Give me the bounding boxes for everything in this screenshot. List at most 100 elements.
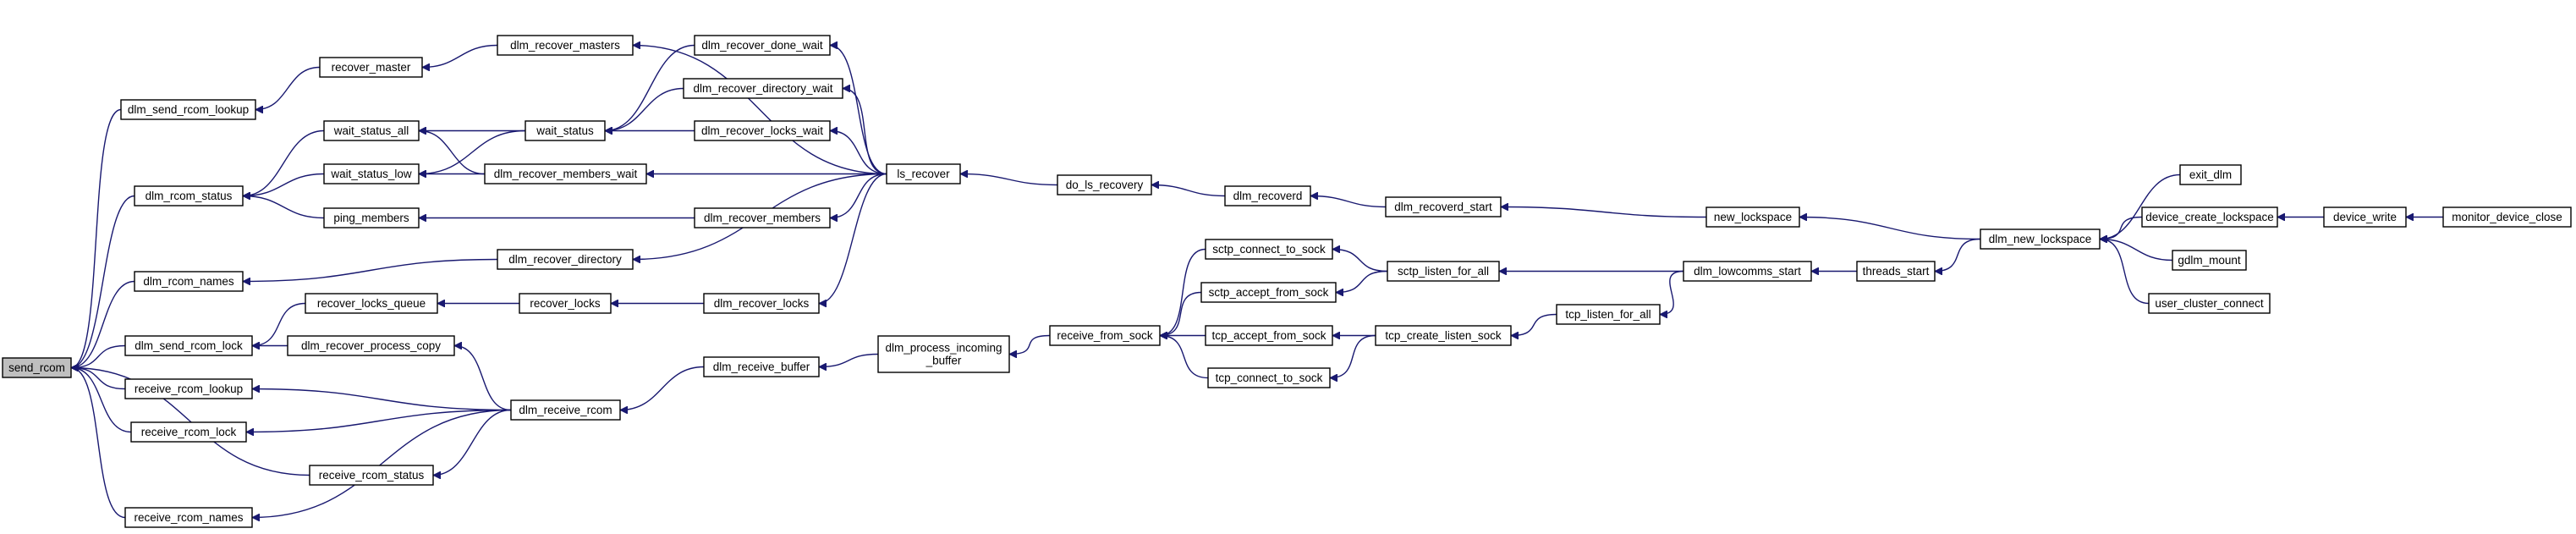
node-label: device_create_lockspace bbox=[2145, 211, 2274, 223]
node-wait-status-low[interactable]: wait_status_low bbox=[323, 163, 420, 184]
node-recover-master[interactable]: recover_master bbox=[319, 57, 423, 78]
edge-sctp-connect-to-sock-to-receive-from-sock bbox=[1159, 248, 1206, 336]
node-receive-rcom-lock[interactable]: receive_rcom_lock bbox=[130, 421, 247, 443]
node-wait-status[interactable]: wait_status bbox=[525, 120, 606, 141]
edge-line bbox=[243, 196, 325, 219]
node-device-create-lockspace[interactable]: device_create_lockspace bbox=[2141, 206, 2278, 228]
node-exit-dlm[interactable]: exit_dlm bbox=[2179, 164, 2242, 185]
node-dlm-recover-members-wait[interactable]: dlm_recover_members_wait bbox=[484, 163, 647, 184]
node-label: _buffer bbox=[925, 355, 962, 367]
edge-dlm-rcom-names-to-send-rcom bbox=[71, 280, 135, 368]
node-gdlm-mount[interactable]: gdlm_mount bbox=[2172, 250, 2247, 271]
node-dlm-recover-directory[interactable]: dlm_recover_directory bbox=[497, 249, 634, 270]
edge-line bbox=[633, 46, 887, 175]
edge-dlm-recover-directory-to-dlm-rcom-names bbox=[243, 258, 498, 282]
node-box bbox=[323, 207, 420, 228]
edge-device-create-lockspace-to-dlm-new-lockspace bbox=[2100, 216, 2143, 239]
node-threads-start[interactable]: threads_start bbox=[1856, 261, 1936, 282]
edge-line bbox=[252, 389, 512, 411]
node-dlm-recover-locks-wait[interactable]: dlm_recover_locks_wait bbox=[694, 120, 831, 141]
node-box bbox=[1856, 261, 1936, 282]
edge-line bbox=[71, 368, 310, 476]
node-device-write[interactable]: device_write bbox=[2323, 206, 2407, 228]
node-dlm-send-rcom-lookup[interactable]: dlm_send_rcom_lookup bbox=[120, 99, 256, 120]
node-dlm-rcom-names[interactable]: dlm_rcom_names bbox=[134, 271, 244, 292]
node-label: recover_locks bbox=[530, 297, 601, 310]
node-receive-rcom-lookup[interactable]: receive_rcom_lookup bbox=[124, 378, 253, 399]
node-receive-from-sock[interactable]: receive_from_sock bbox=[1049, 325, 1161, 346]
node-new-lockspace[interactable]: new_lockspace bbox=[1705, 206, 1800, 228]
node-box bbox=[124, 335, 253, 356]
node-dlm-recoverd-start[interactable]: dlm_recoverd_start bbox=[1385, 196, 1502, 217]
node-tcp-accept-from-sock[interactable]: tcp_accept_from_sock bbox=[1205, 325, 1333, 346]
node-label: dlm_recover_directory bbox=[508, 253, 622, 266]
node-recover-locks-queue[interactable]: recover_locks_queue bbox=[305, 293, 438, 314]
node-box bbox=[2172, 250, 2247, 271]
node-tcp-listen-for-all[interactable]: tcp_listen_for_all bbox=[1556, 304, 1661, 325]
node-label: dlm_recover_done_wait bbox=[701, 39, 823, 52]
node-label: receive_from_sock bbox=[1057, 329, 1153, 342]
node-wait-status-all[interactable]: wait_status_all bbox=[323, 120, 420, 141]
node-box bbox=[1207, 367, 1331, 388]
node-dlm-rcom-status[interactable]: dlm_rcom_status bbox=[134, 185, 244, 206]
node-tcp-connect-to-sock[interactable]: tcp_connect_to_sock bbox=[1207, 367, 1331, 388]
edge-dlm-recoverd-to-do-ls-recovery bbox=[1151, 185, 1226, 197]
node-label: do_ls_recovery bbox=[1066, 179, 1144, 191]
node-ls-recover[interactable]: ls_recover bbox=[886, 163, 961, 184]
edge-line bbox=[2100, 173, 2181, 239]
node-dlm-recoverd[interactable]: dlm_recoverd bbox=[1224, 185, 1311, 206]
node-box bbox=[1205, 239, 1333, 260]
edge-line bbox=[1160, 336, 1209, 379]
node-box bbox=[309, 465, 434, 486]
node-label: dlm_rcom_names bbox=[143, 275, 234, 288]
node-dlm-process-incoming-buffer[interactable]: dlm_process_incoming_buffer bbox=[877, 335, 1010, 373]
node-box bbox=[1705, 206, 1800, 228]
node-dlm-recover-members[interactable]: dlm_recover_members bbox=[694, 207, 831, 228]
node-dlm-receive-rcom[interactable]: dlm_receive_rcom bbox=[510, 399, 621, 421]
node-dlm-recover-directory-wait[interactable]: dlm_recover_directory_wait bbox=[683, 78, 843, 99]
node-dlm-recover-locks[interactable]: dlm_recover_locks bbox=[703, 293, 820, 314]
edge-line bbox=[620, 366, 705, 410]
node-recover-locks[interactable]: recover_locks bbox=[519, 293, 612, 314]
node-label: dlm_recoverd bbox=[1233, 190, 1303, 202]
node-box bbox=[519, 293, 612, 314]
node-receive-rcom-names[interactable]: receive_rcom_names bbox=[124, 507, 253, 528]
node-monitor-device-close[interactable]: monitor_device_close bbox=[2442, 206, 2572, 228]
node-sctp-connect-to-sock[interactable]: sctp_connect_to_sock bbox=[1205, 239, 1333, 260]
node-tcp-create-listen-sock[interactable]: tcp_create_listen_sock bbox=[1375, 325, 1512, 346]
node-dlm-recover-process-copy[interactable]: dlm_recover_process_copy bbox=[287, 335, 455, 356]
node-dlm-lowcomms-start[interactable]: dlm_lowcomms_start bbox=[1683, 261, 1812, 282]
node-box bbox=[694, 120, 831, 141]
node-ping-members[interactable]: ping_members bbox=[323, 207, 420, 228]
node-label: dlm_recover_locks bbox=[714, 297, 810, 310]
node-box bbox=[694, 207, 831, 228]
node-box bbox=[120, 99, 256, 120]
edges-layer bbox=[70, 46, 2443, 519]
node-dlm-recover-done-wait[interactable]: dlm_recover_done_wait bbox=[694, 35, 831, 56]
node-sctp-listen-for-all[interactable]: sctp_listen_for_all bbox=[1387, 261, 1500, 282]
node-dlm-receive-buffer[interactable]: dlm_receive_buffer bbox=[703, 356, 820, 377]
edge-line bbox=[2100, 216, 2143, 239]
node-send-rcom[interactable]: send_rcom bbox=[2, 357, 72, 378]
node-box bbox=[1224, 185, 1311, 206]
edge-receive-rcom-names-to-send-rcom bbox=[70, 368, 126, 519]
node-box bbox=[1200, 282, 1337, 303]
node-box bbox=[134, 271, 244, 292]
node-box bbox=[323, 163, 420, 184]
node-dlm-send-rcom-lock[interactable]: dlm_send_rcom_lock bbox=[124, 335, 253, 356]
node-sctp-accept-from-sock[interactable]: sctp_accept_from_sock bbox=[1200, 282, 1337, 303]
node-box bbox=[877, 335, 1010, 373]
edge-line bbox=[1336, 270, 1388, 293]
node-receive-rcom-status[interactable]: receive_rcom_status bbox=[309, 465, 434, 486]
node-dlm-recover-masters[interactable]: dlm_recover_masters bbox=[497, 35, 634, 56]
node-user-cluster-connect[interactable]: user_cluster_connect bbox=[2148, 293, 2271, 314]
node-label: dlm_receive_rcom bbox=[519, 404, 612, 416]
edge-line bbox=[433, 409, 512, 476]
edge-line bbox=[1332, 250, 1388, 273]
edge-wait-status-low-to-dlm-rcom-status bbox=[243, 173, 325, 196]
node-do-ls-recovery[interactable]: do_ls_recovery bbox=[1057, 174, 1152, 195]
edge-dlm-send-rcom-lookup-to-send-rcom bbox=[70, 108, 122, 368]
node-box bbox=[130, 421, 247, 443]
node-dlm-new-lockspace[interactable]: dlm_new_lockspace bbox=[1980, 228, 2101, 250]
node-label: dlm_send_rcom_lock bbox=[135, 339, 243, 352]
